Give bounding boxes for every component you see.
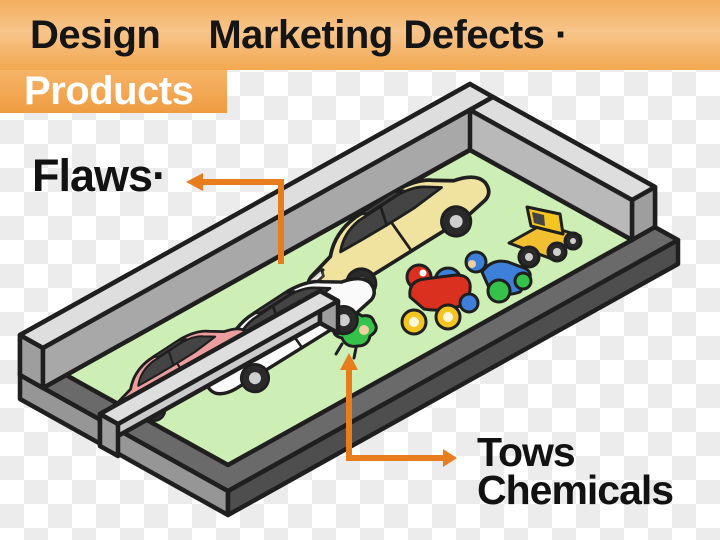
tray-wall-back-left bbox=[17, 81, 496, 391]
toys-label-line1: Tows bbox=[477, 429, 576, 475]
toys-arrow bbox=[340, 353, 457, 467]
flaws-arrow bbox=[186, 173, 284, 264]
products-tag: Products bbox=[0, 70, 227, 113]
title-banner: Design Marketing Defects · bbox=[0, 0, 720, 70]
toys-chemicals-label: Tows Chemicals bbox=[477, 429, 674, 513]
title-word-design: Design bbox=[30, 13, 161, 57]
toy-truck bbox=[507, 205, 583, 269]
tray-wall-back-right bbox=[467, 94, 658, 243]
toy-scooter bbox=[464, 250, 533, 304]
toys-label-line2: Chemicals bbox=[477, 467, 674, 513]
products-tag-label: Products bbox=[24, 69, 194, 113]
title-words-marketing-defects: Marketing Defects · bbox=[208, 13, 568, 57]
tray-wall-front-left bbox=[97, 288, 341, 459]
flaws-label: Flaws· bbox=[32, 150, 167, 201]
page-title: Design Marketing Defects · bbox=[30, 13, 568, 58]
toy-duck-car bbox=[400, 263, 480, 336]
